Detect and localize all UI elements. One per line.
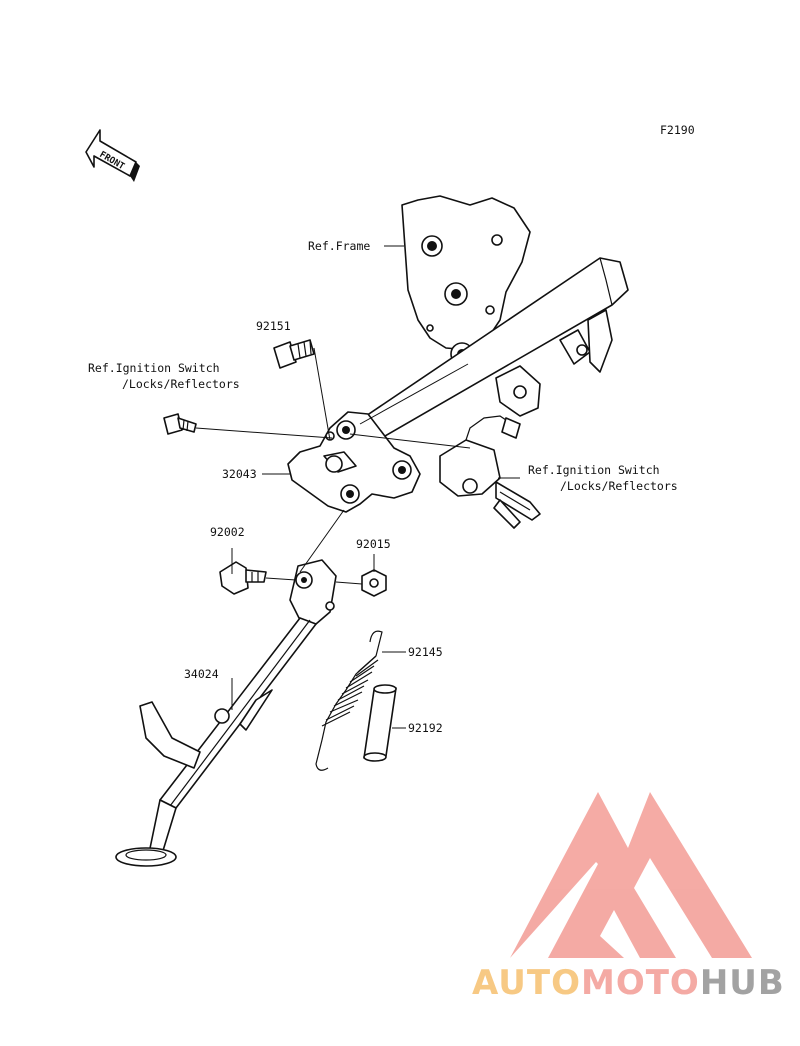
label-ref-ignition-left-1: Ref.Ignition Switch	[88, 361, 220, 375]
bolt-left-small	[163, 413, 197, 435]
label-ref-frame: Ref.Frame	[308, 239, 370, 253]
label-92145: 92145	[408, 645, 443, 659]
watermark-auto: AUTO	[472, 963, 581, 1003]
label-32043: 32043	[222, 467, 257, 481]
bolt-92002	[219, 561, 267, 595]
watermark-logo-icon	[510, 792, 752, 958]
svg-text:AUTOMOTOHUB: AUTOMOTOHUB	[472, 963, 785, 1003]
side-stand	[115, 559, 337, 867]
bolt-92151	[273, 339, 315, 369]
label-ref-ignition-right-1: Ref.Ignition Switch	[528, 463, 660, 477]
spring-92145	[315, 630, 383, 771]
diagram-code: F2190	[660, 123, 695, 137]
side-stand-switch	[439, 415, 541, 529]
label-ref-ignition-left-2: /Locks/Reflectors	[122, 377, 240, 391]
label-92015: 92015	[356, 537, 391, 551]
label-ref-ignition-right-2: /Locks/Reflectors	[560, 479, 678, 493]
watermark-moto: MOTO	[581, 963, 700, 1003]
label-92192: 92192	[408, 721, 443, 735]
watermark: AUTOMOTOHUB	[472, 792, 785, 1003]
label-92002: 92002	[210, 525, 245, 539]
collar-92192	[363, 684, 397, 762]
nut-92015	[361, 569, 387, 597]
side-stand-bracket	[287, 411, 421, 513]
label-34024: 34024	[184, 667, 219, 681]
label-92151: 92151	[256, 319, 291, 333]
watermark-hub: HUB	[700, 963, 785, 1003]
front-arrow-icon: FRONT	[85, 129, 140, 182]
